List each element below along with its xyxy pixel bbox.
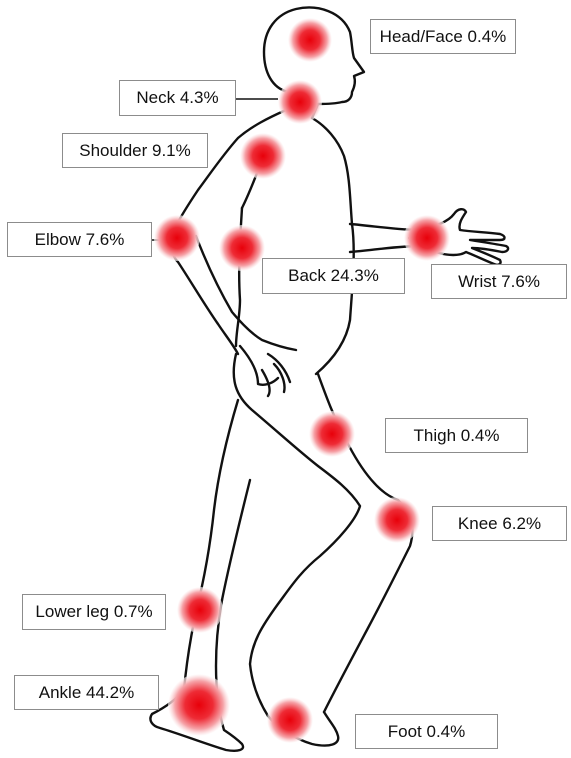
hotspot-ankle — [168, 674, 230, 736]
torso-front — [312, 118, 354, 374]
hotspot-foot — [267, 697, 313, 743]
label-lower-leg: Lower leg 0.7% — [22, 594, 166, 630]
hotspot-lower-leg — [177, 587, 223, 633]
back-leg — [234, 354, 360, 716]
hotspot-wrist — [404, 215, 450, 261]
hotspot-knee — [374, 497, 420, 543]
hotspot-shoulder — [240, 133, 286, 179]
leader-lines — [152, 99, 418, 240]
label-elbow: Elbow 7.6% — [7, 222, 152, 257]
label-wrist: Wrist 7.6% — [431, 264, 567, 299]
hotspot-thigh — [309, 411, 355, 457]
label-knee: Knee 6.2% — [432, 506, 567, 541]
label-neck: Neck 4.3% — [119, 80, 236, 116]
body-outline — [150, 8, 508, 751]
label-back: Back 24.3% — [262, 258, 405, 294]
hotspots — [154, 18, 450, 743]
label-head-face: Head/Face 0.4% — [370, 19, 516, 54]
label-shoulder: Shoulder 9.1% — [62, 133, 208, 168]
hotspot-back — [219, 225, 265, 271]
label-thigh: Thigh 0.4% — [385, 418, 528, 453]
hotspot-neck — [278, 80, 322, 124]
label-foot: Foot 0.4% — [355, 714, 498, 749]
label-ankle: Ankle 44.2% — [14, 675, 159, 710]
hotspot-head — [288, 18, 332, 62]
hotspot-elbow — [154, 215, 200, 261]
